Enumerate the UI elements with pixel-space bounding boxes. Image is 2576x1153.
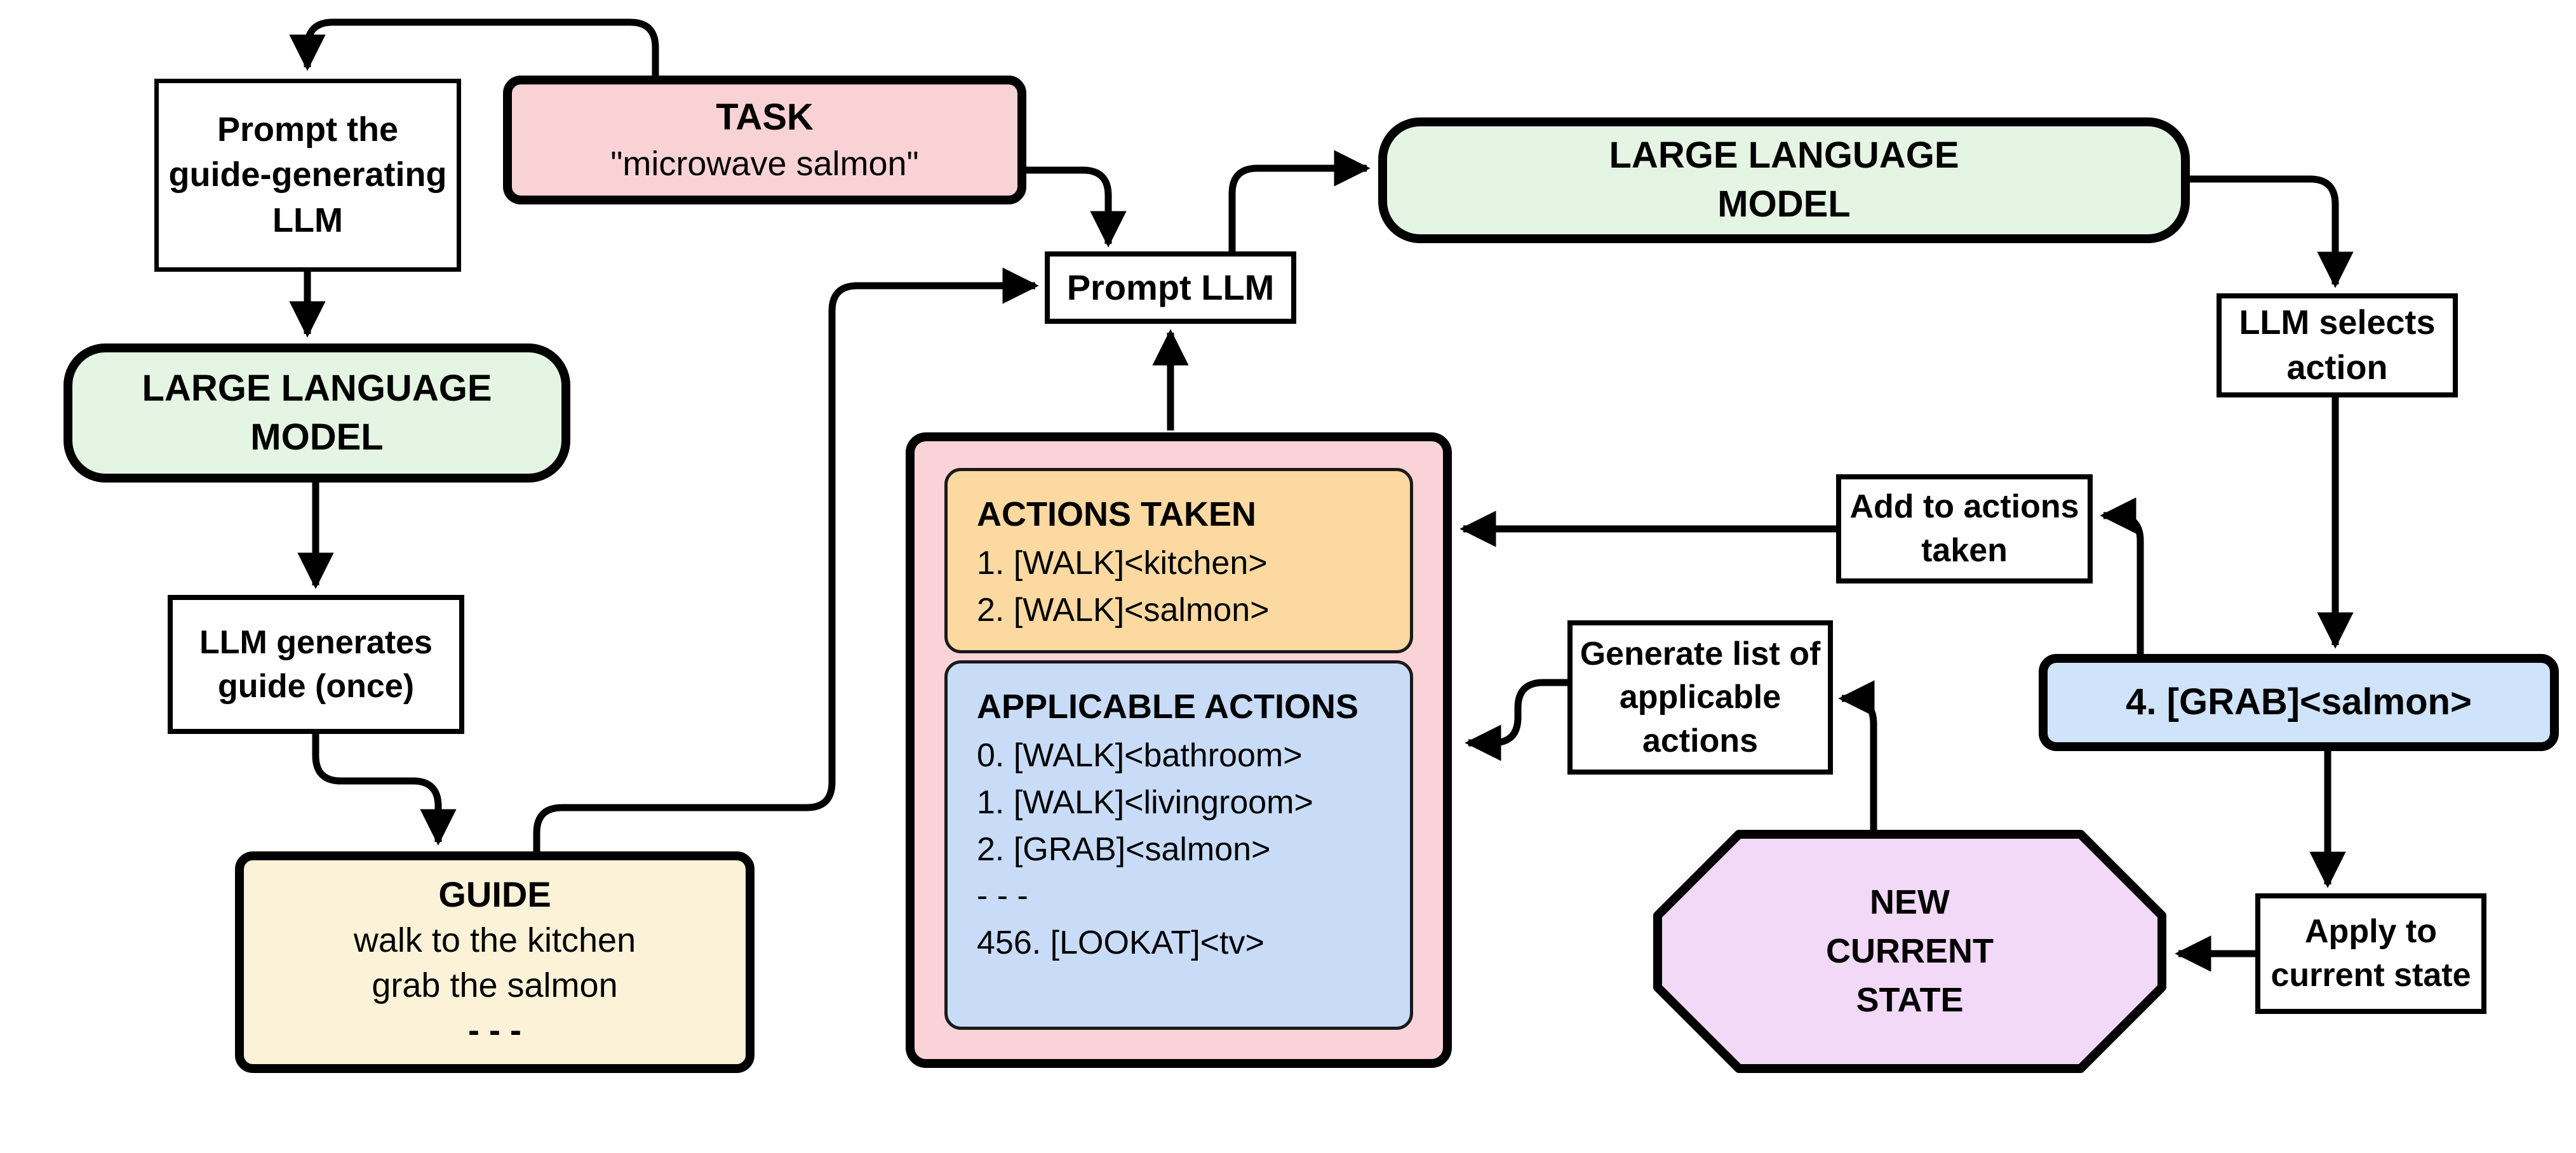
generate-list-line: actions [1642,722,1759,759]
arrow-task-to-prompt-guide [289,18,659,76]
guide-title: GUIDE [438,874,551,914]
generate-list-line: Generate list of [1580,635,1821,672]
apply-line: Apply to [2305,913,2437,950]
llm-right-line: LARGE LANGUAGE [1609,135,1959,177]
applicable-actions-title: APPLICABLE ACTIONS [977,688,1359,726]
llm-right-line: MODEL [1717,183,1851,225]
prompt-guide-line: LLM [272,201,343,239]
applicable-actions-item: - - - [977,877,1028,915]
new-state-line: NEW [1870,883,1950,922]
applicable-actions-item: 0. [WALK]<bathroom> [977,737,1303,774]
add-to-actions-taken-box: Add to actions taken [1836,474,2093,583]
guide-box: GUIDE walk to the kitchen grab the salmo… [235,851,755,1073]
llm-left-line: LARGE LANGUAGE [142,367,492,409]
applicable-actions-panel: APPLICABLE ACTIONS 0. [WALK]<bathroom> 1… [944,660,1413,1030]
applicable-actions-item: 1. [WALK]<livingroom> [977,783,1313,821]
large-language-model-right: LARGE LANGUAGE MODEL [1378,117,2190,243]
actions-taken-item: 1. [WALK]<kitchen> [977,545,1268,582]
task-box: TASK "microwave salmon" [503,76,1026,204]
new-state-line: STATE [1856,980,1964,1019]
prompt-llm-box: Prompt LLM [1045,251,1296,324]
prompt-llm-label: Prompt LLM [1066,267,1275,308]
apply-to-current-state-box: Apply to current state [2255,893,2486,1014]
arrow-task-to-prompt-llm [1026,166,1127,248]
arrow-generate-list-to-memory [1465,679,1567,761]
generate-list-box: Generate list of applicable actions [1567,620,1833,775]
prompt-guide-line: Prompt the [217,110,398,149]
selected-action-box: 4. [GRAB]<salmon> [2039,654,2559,751]
large-language-model-left: LARGE LANGUAGE MODEL [64,343,570,483]
llm-generates-guide-box: LLM generates guide (once) [168,595,464,734]
new-current-state-octagon: NEW CURRENT STATE [1653,830,2166,1073]
prompt-guide-line: guide-generating [168,156,447,194]
selected-action-label: 4. [GRAB]<salmon> [2126,681,2472,723]
arrow-prompt-llm-to-llm-right [1228,150,1371,251]
actions-taken-title: ACTIONS TAKEN [977,495,1256,533]
applicable-actions-item: 456. [LOOKAT]<tv> [977,924,1265,962]
guide-ellipsis: - - - [468,1011,521,1050]
actions-taken-item: 2. [WALK]<salmon> [977,591,1270,629]
llm-generates-line: guide (once) [217,667,415,705]
arrow-new-state-to-generate-list [1838,680,1877,833]
llm-selects-action-box: LLM selects action [2217,293,2458,397]
llm-selects-line: action [2286,349,2388,387]
arrow-llm-right-to-llm-selects [2190,175,2354,288]
new-current-state-text: NEW CURRENT STATE [1653,830,2166,1073]
octagon-shape [1653,830,2166,1073]
arrow-llm-generates-to-guide [312,734,457,846]
llm-selects-line: LLM selects [2239,303,2436,342]
task-subtitle: "microwave salmon" [610,145,919,183]
arrow-grab-to-add-to-actions [2100,497,2144,654]
guide-line: walk to the kitchen [353,921,636,959]
apply-line: current state [2271,957,2471,994]
llm-generates-line: LLM generates [199,623,433,661]
guide-line: grab the salmon [372,966,618,1004]
actions-taken-panel: ACTIONS TAKEN 1. [WALK]<kitchen> 2. [WAL… [944,468,1413,653]
generate-list-line: applicable [1619,679,1781,716]
add-to-actions-line: Add to actions [1849,488,2079,526]
prompt-guide-generating-llm-box: Prompt the guide-generating LLM [154,79,461,272]
llm-left-line: MODEL [250,416,384,458]
new-state-line: CURRENT [1826,932,1994,971]
task-title: TASK [716,96,814,138]
add-to-actions-line: taken [1921,532,2008,569]
memory-container: ACTIONS TAKEN 1. [WALK]<kitchen> 2. [WAL… [906,432,1452,1068]
applicable-actions-item: 2. [GRAB]<salmon> [977,830,1271,868]
